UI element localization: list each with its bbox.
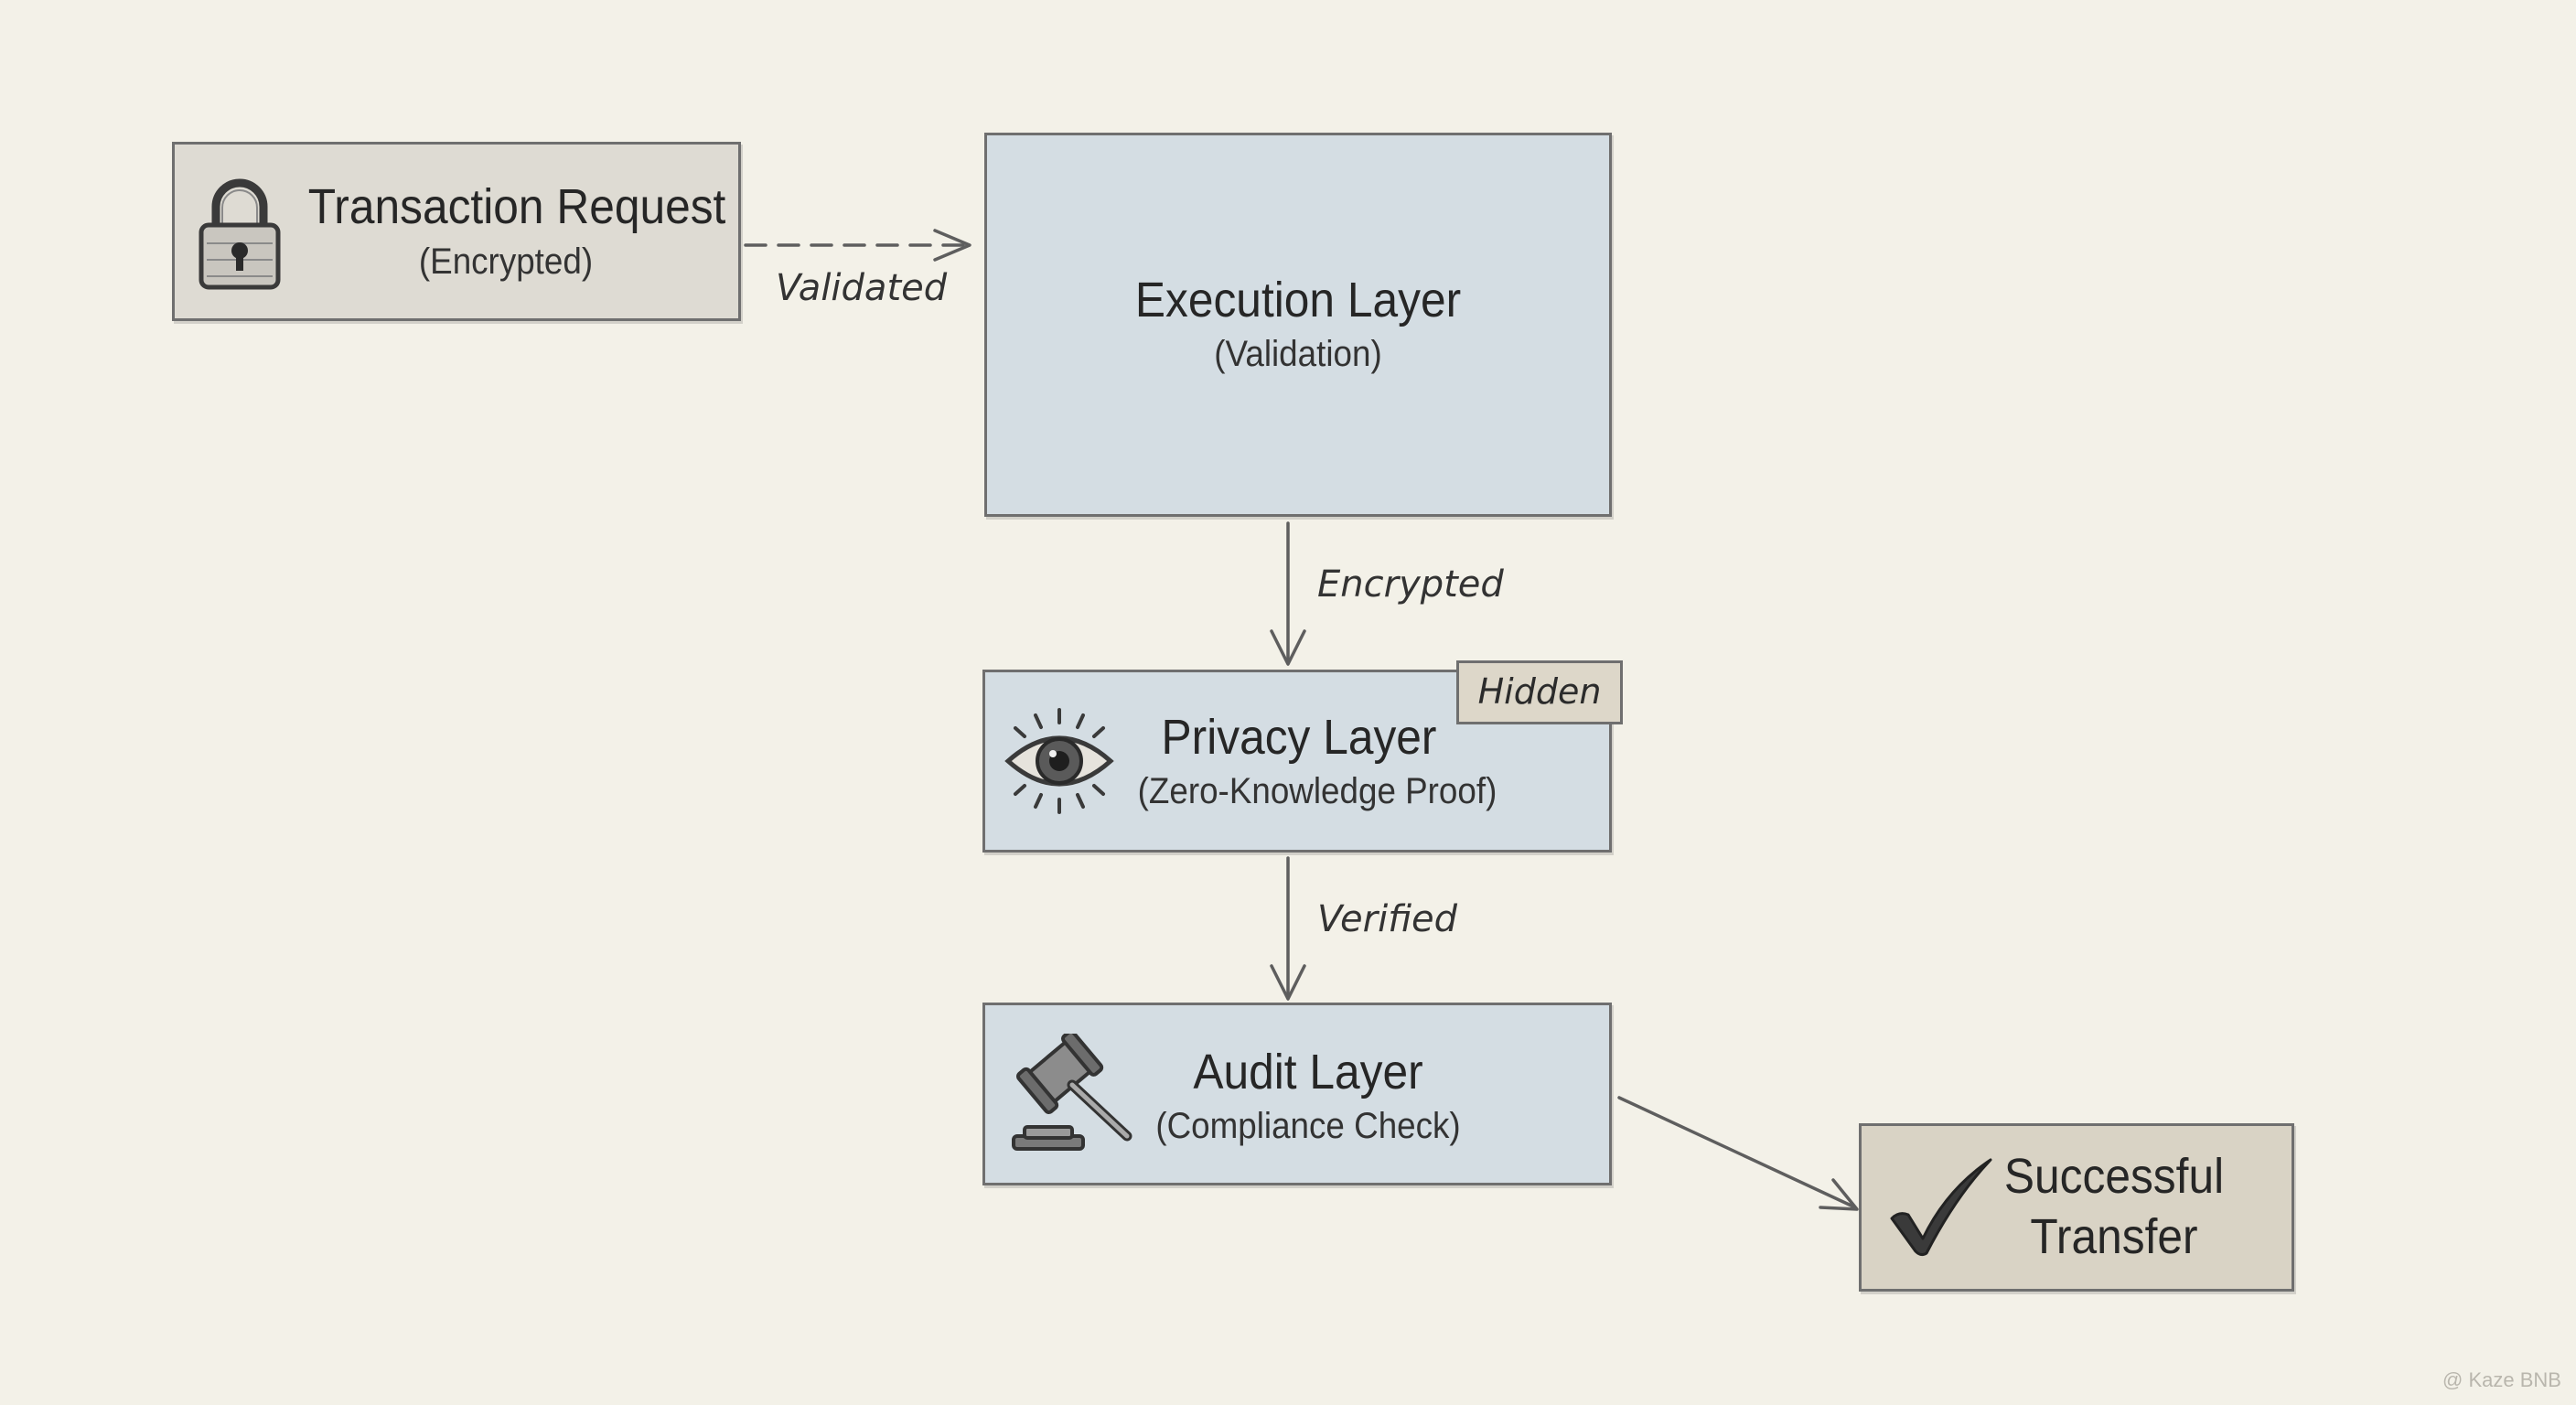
successful-transfer-title-line2: Transfer <box>2030 1209 2198 1264</box>
execution-layer-subtitle: (Validation) <box>1214 334 1382 374</box>
edge-validated-arrow <box>744 229 971 262</box>
eye-icon <box>1004 708 1114 814</box>
checkmark-icon <box>1890 1158 1992 1257</box>
watermark: @ Kaze BNB <box>2442 1368 2561 1391</box>
privacy-layer-subtitle: (Zero-Knowledge Proof) <box>1137 771 1497 811</box>
gavel-icon <box>1012 1034 1132 1151</box>
edge-label-encrypted: Encrypted <box>1317 563 1504 606</box>
successful-transfer-title-line1: Successful <box>2003 1149 2225 1204</box>
lock-icon <box>199 178 281 290</box>
edge-label-verified: Verified <box>1317 898 1458 940</box>
hidden-tag: Hidden <box>1456 660 1623 724</box>
edge-audit-to-transfer-arrow <box>1617 1096 1859 1211</box>
edge-encrypted-arrow <box>1270 521 1306 666</box>
edge-verified-arrow <box>1270 856 1306 1001</box>
transaction-request-title: Transaction Request <box>307 179 726 234</box>
privacy-layer-title: Privacy Layer <box>1161 710 1437 765</box>
audit-layer-title: Audit Layer <box>1193 1045 1423 1099</box>
audit-layer-subtitle: (Compliance Check) <box>1155 1106 1461 1146</box>
edge-label-validated: Validated <box>776 267 948 309</box>
execution-layer-node <box>984 133 1612 517</box>
execution-layer-title: Execution Layer <box>1134 273 1462 327</box>
transaction-request-subtitle: (Encrypted) <box>418 241 594 282</box>
audit-layer-node <box>982 1003 1612 1185</box>
successful-transfer-node <box>1859 1123 2294 1292</box>
